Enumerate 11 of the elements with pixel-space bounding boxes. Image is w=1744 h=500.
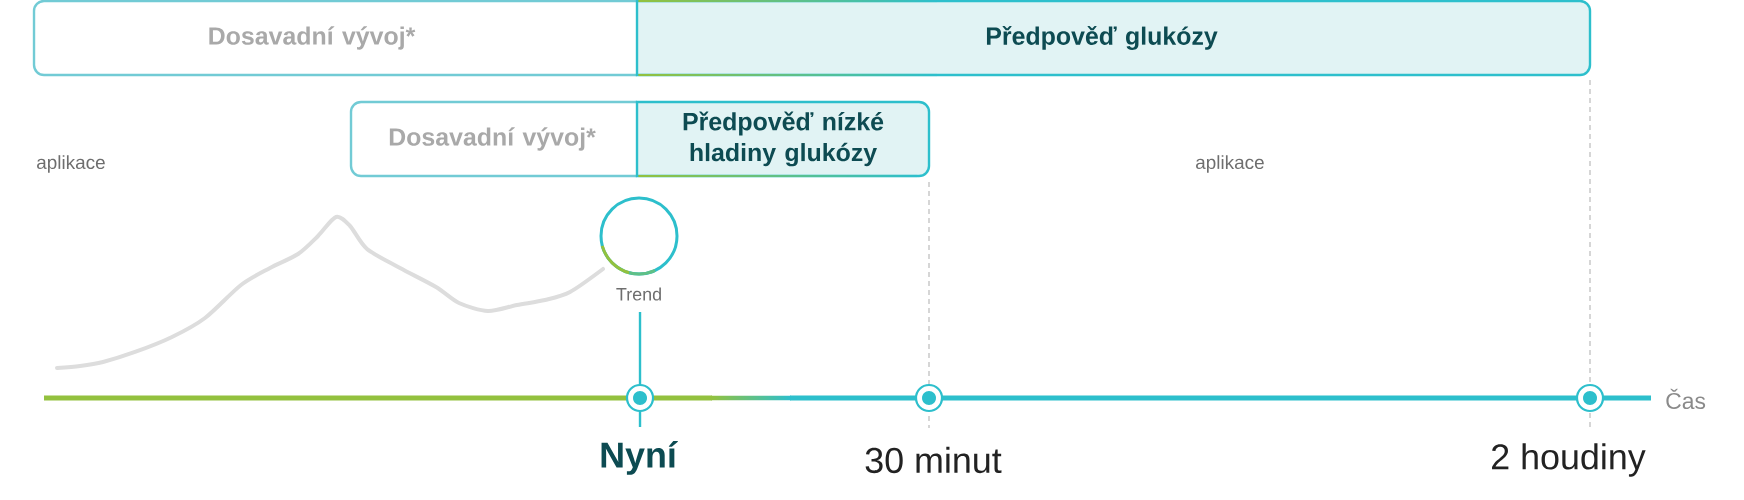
phase-box: Předpověď glukózy bbox=[635, 0, 1592, 77]
phase-box: Dosavadní vývoj* bbox=[32, 0, 637, 77]
app-caption: aplikace bbox=[1196, 155, 1264, 173]
time-label: Nyní bbox=[601, 441, 678, 475]
trend-label: Trend bbox=[616, 287, 661, 301]
time-label: 30 minut bbox=[865, 446, 1002, 474]
app-caption: aplikace bbox=[37, 155, 105, 173]
time-label: 2 houdiny bbox=[1492, 443, 1646, 477]
phase-box: Předpověď nízké hladiny glukózy bbox=[635, 100, 931, 178]
phase-box: Dosavadní vývoj* bbox=[349, 100, 637, 178]
axis-label: Čas bbox=[1666, 388, 1706, 410]
